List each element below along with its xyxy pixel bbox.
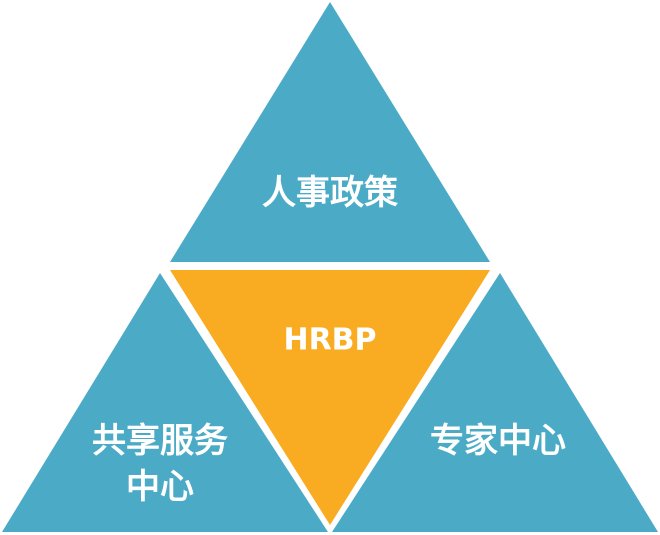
left-triangle-label-line2: 中心 xyxy=(126,467,194,507)
center-triangle-label: HRBP xyxy=(283,323,376,358)
left-triangle xyxy=(2,273,328,532)
top-triangle xyxy=(170,2,490,262)
top-triangle-label: 人事政策 xyxy=(262,173,398,213)
left-triangle-label-line1: 共享服务 xyxy=(92,421,228,461)
center-triangle xyxy=(170,270,490,525)
right-triangle-label: 专家中心 xyxy=(430,421,566,461)
right-triangle xyxy=(332,273,658,532)
